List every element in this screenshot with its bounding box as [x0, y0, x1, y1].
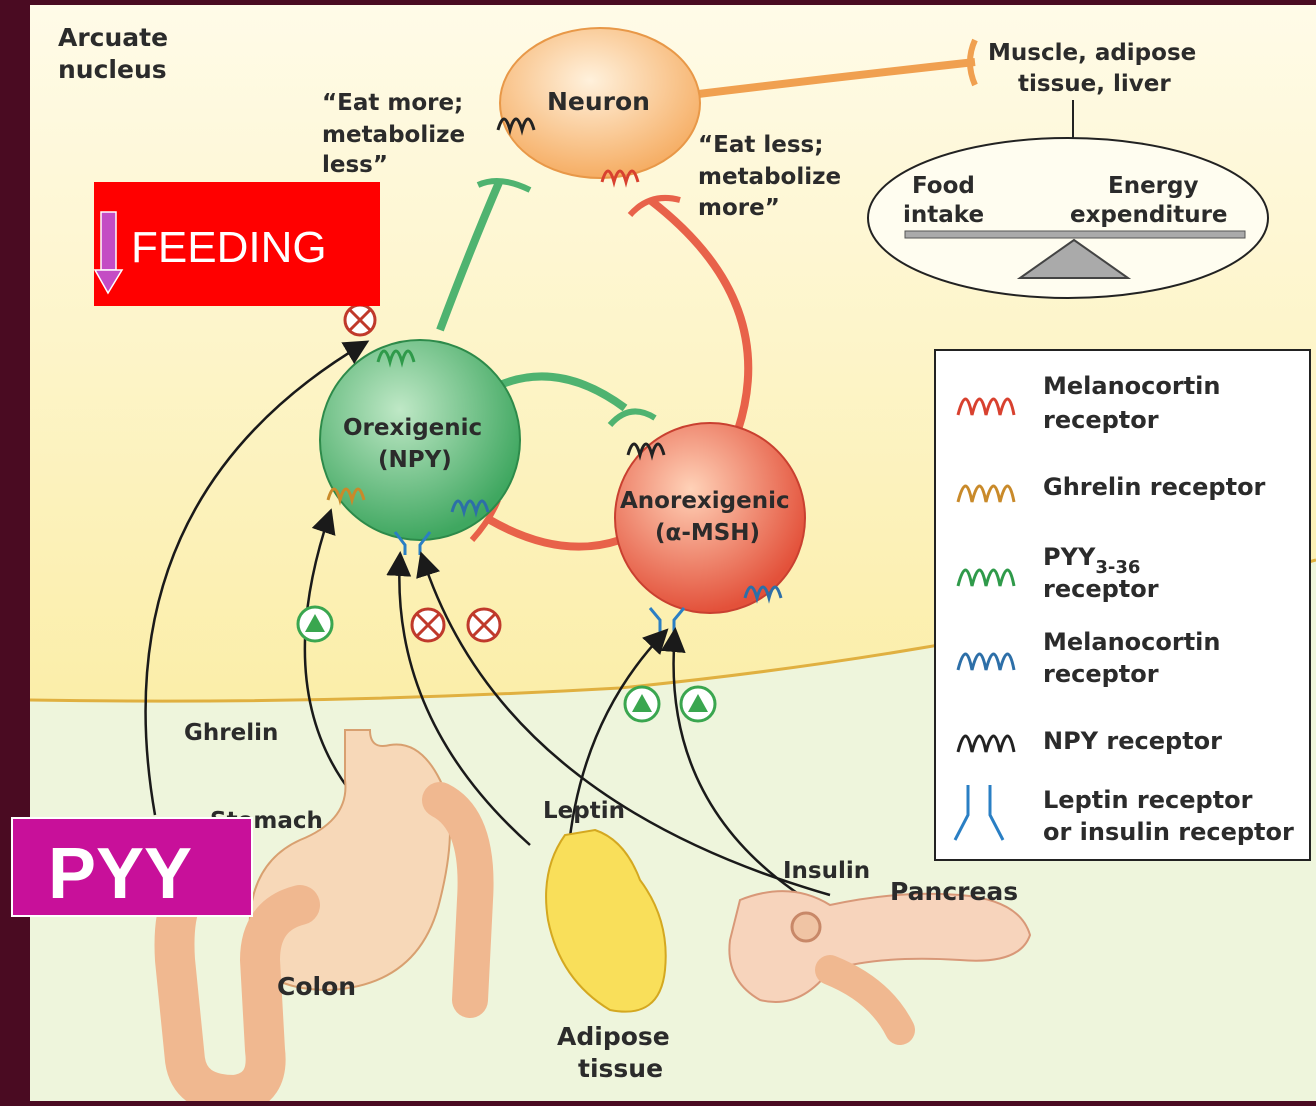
neuron-label: Neuron	[547, 87, 650, 116]
balance-right-line1: Energy	[1108, 173, 1198, 199]
eat-less-line3: more”	[698, 195, 780, 221]
balance-beam	[905, 231, 1245, 238]
eat-more-line2: metabolize	[322, 122, 465, 148]
legend-label: NPY receptor	[1043, 727, 1222, 755]
eat-more-line3: less”	[322, 152, 388, 178]
legend-label: Leptin receptor	[1043, 786, 1253, 814]
balance-right-line2: expenditure	[1070, 202, 1228, 228]
orexigenic-label-line1: Orexigenic	[343, 415, 482, 441]
pyy-label: PYY	[48, 834, 192, 914]
adipose-label-line2: tissue	[578, 1054, 663, 1083]
target-label-line2: tissue, liver	[1018, 71, 1171, 97]
ghrelin-label: Ghrelin	[184, 720, 278, 746]
inhibit-badge-leptin	[412, 609, 444, 641]
stimulate-badge-insulin	[681, 687, 715, 721]
region-label-line1: Arcuate	[58, 23, 168, 52]
legend-label: receptor	[1043, 660, 1159, 688]
region-label-line2: nucleus	[58, 55, 167, 84]
legend: Melanocortin receptor Ghrelin receptor P…	[935, 350, 1310, 860]
anorexigenic-label-line2: (α-MSH)	[655, 520, 760, 546]
eat-less-line2: metabolize	[698, 164, 841, 190]
pancreatic-duct	[792, 913, 820, 941]
anorexigenic-cell	[615, 423, 805, 613]
pancreas-label: Pancreas	[890, 877, 1018, 906]
inhibit-badge-insulin	[468, 609, 500, 641]
legend-label: Melanocortin	[1043, 628, 1221, 656]
legend-label: Ghrelin receptor	[1043, 473, 1266, 501]
legend-label: receptor	[1043, 575, 1159, 603]
anorexigenic-label-line1: Anorexigenic	[620, 488, 790, 514]
inhibit-badge-pyy	[345, 305, 375, 335]
legend-label: or insulin receptor	[1043, 818, 1294, 846]
feeding-callout: FEEDING	[94, 182, 380, 306]
feeding-label: FEEDING	[131, 223, 327, 272]
balance-left-line1: Food	[912, 173, 975, 199]
legend-label: receptor	[1043, 406, 1159, 434]
eat-more-line1: “Eat more;	[322, 90, 463, 116]
adipose-label-line1: Adipose	[557, 1022, 670, 1051]
eat-less-line1: “Eat less;	[698, 132, 823, 158]
insulin-label: Insulin	[783, 858, 870, 884]
stimulate-badge-leptin	[625, 687, 659, 721]
pyy-callout: PYY	[12, 818, 252, 916]
leptin-label: Leptin	[543, 798, 625, 824]
stimulate-badge-ghrelin	[298, 607, 332, 641]
legend-label: Melanocortin	[1043, 372, 1221, 400]
colon-label: Colon	[277, 972, 356, 1001]
balance-left-line2: intake	[903, 202, 984, 228]
orexigenic-label-line2: (NPY)	[378, 447, 452, 473]
target-label-line1: Muscle, adipose	[988, 40, 1196, 66]
